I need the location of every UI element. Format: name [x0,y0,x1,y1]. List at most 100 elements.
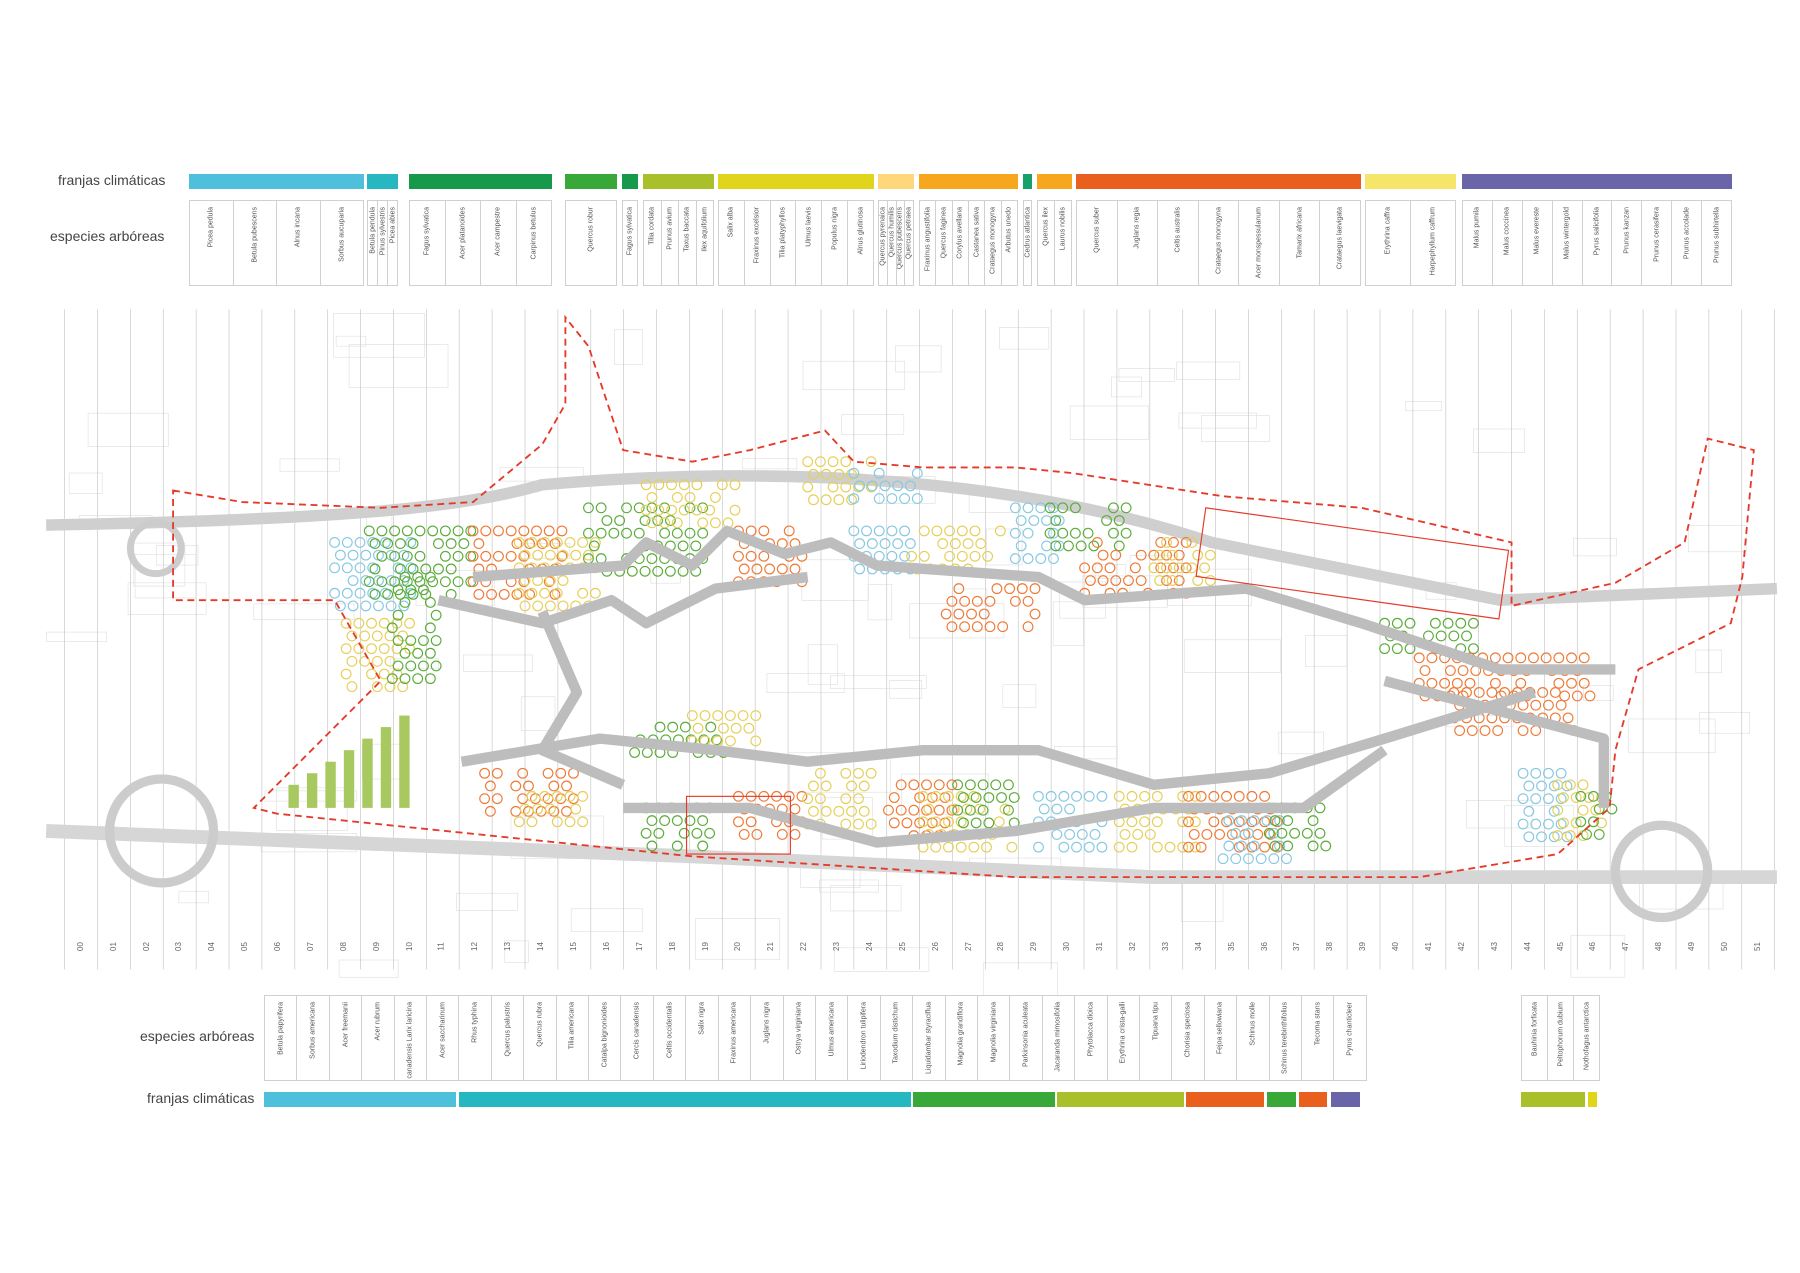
tree-symbol [1076,829,1088,840]
tree-symbol [414,550,426,562]
tree-symbol [366,668,377,680]
tree-symbol [886,525,898,537]
tree-symbol [523,780,534,792]
species-name: Tilia platyphyllos [779,207,787,259]
tree-symbol [1204,575,1216,586]
tree-symbol [943,790,954,802]
tree-symbol [1236,840,1247,852]
tree-symbol [745,550,757,562]
tree-symbol [1564,830,1576,842]
tree-symbol [745,816,757,828]
tree-symbol [853,481,864,493]
tree-symbol [911,493,923,505]
tree-symbol [366,617,377,629]
column-number: 32 [1127,942,1137,951]
planting-strip [325,761,336,808]
tree-symbol [557,575,569,586]
column-number: 34 [1193,942,1203,951]
tree-symbol [1492,725,1504,736]
walking-path [1383,675,1610,808]
species-name: Fejoa sellowiana [1216,1002,1224,1055]
planting-strip [362,738,373,808]
context-building [1118,368,1175,382]
context-building [1687,525,1748,553]
tree-symbol [678,504,690,516]
tree-symbol [671,492,683,503]
context-building [333,313,425,358]
column-number: 12 [470,942,480,951]
tree-symbol [334,549,346,561]
tree-symbol [820,494,832,506]
tree-symbol [1051,829,1063,840]
climate-band-top [622,174,638,189]
tree-symbol [424,647,436,659]
tree-symbol [697,502,709,514]
species-name: Crataegus laevigata [1336,207,1344,270]
walking-path [460,687,1537,790]
context-building [279,458,340,472]
tree-symbol [418,635,429,646]
tree-symbol [861,525,872,537]
tree-symbol [646,492,658,503]
tree-symbol [671,815,683,827]
tree-symbol [796,790,808,802]
species-name: Prunus accolade [1683,207,1691,260]
tree-symbol [833,468,845,480]
tree-symbol [539,537,551,548]
tree-symbol [1120,527,1132,539]
species-cell: Acer platanoides [446,201,481,285]
tree-symbol [1391,617,1403,629]
tree-symbol [340,643,352,655]
tree-symbol [1261,815,1273,827]
tree-symbol [1075,540,1087,552]
species-cell: Malus pumila [1463,201,1493,285]
tree-symbol [1058,790,1070,802]
tree-symbol [1530,793,1542,805]
tree-symbol [678,479,690,491]
tree-symbol [892,480,904,492]
species-cell: Magnolia virginiana [978,996,1011,1080]
tree-symbol [959,595,971,607]
species-cell: Salix nigra [686,996,719,1080]
tree-symbol [614,515,626,526]
tree-symbol [1183,841,1194,853]
species-name: Quercus suber [1093,207,1101,253]
tree-symbol [458,538,470,550]
species-cell: Rhus typhina [459,996,492,1080]
species-cell: Quercus faginea [936,201,953,285]
column-number: 29 [1029,942,1039,951]
tree-symbol [354,537,366,548]
tree-symbol [386,673,398,685]
species-cell: Acer campestre [481,201,517,285]
tree-symbol [1135,549,1147,561]
species-name: Quercus humilis [888,207,896,258]
tree-symbol [1281,853,1292,865]
species-cell: Tilia platyphyllos [771,201,797,285]
tree-symbol [1426,652,1438,664]
tree-symbol [981,841,992,853]
species-cell: Celtis australis [1158,201,1199,285]
column-number: 35 [1226,942,1236,951]
tree-symbol [1553,677,1565,689]
tree-symbol [966,608,977,620]
tree-symbol [1091,562,1103,574]
tree-symbol [329,562,341,574]
tree-symbol [908,804,920,816]
tree-symbol [1413,652,1425,664]
tree-symbol [376,550,388,562]
tree-symbol [1126,816,1138,828]
tree-symbol [556,550,568,562]
tree-symbol [848,493,860,505]
climate-band-top [409,174,552,189]
tree-symbol [1154,549,1166,561]
tree-symbol [1439,677,1451,689]
tree-symbol [908,779,920,791]
tree-symbol [699,710,711,721]
context-building [87,412,169,447]
tree-symbol [480,525,492,537]
tree-symbol [639,565,651,577]
tree-symbol [652,515,664,526]
tree-symbol [430,660,442,672]
tree-symbol [376,525,388,537]
